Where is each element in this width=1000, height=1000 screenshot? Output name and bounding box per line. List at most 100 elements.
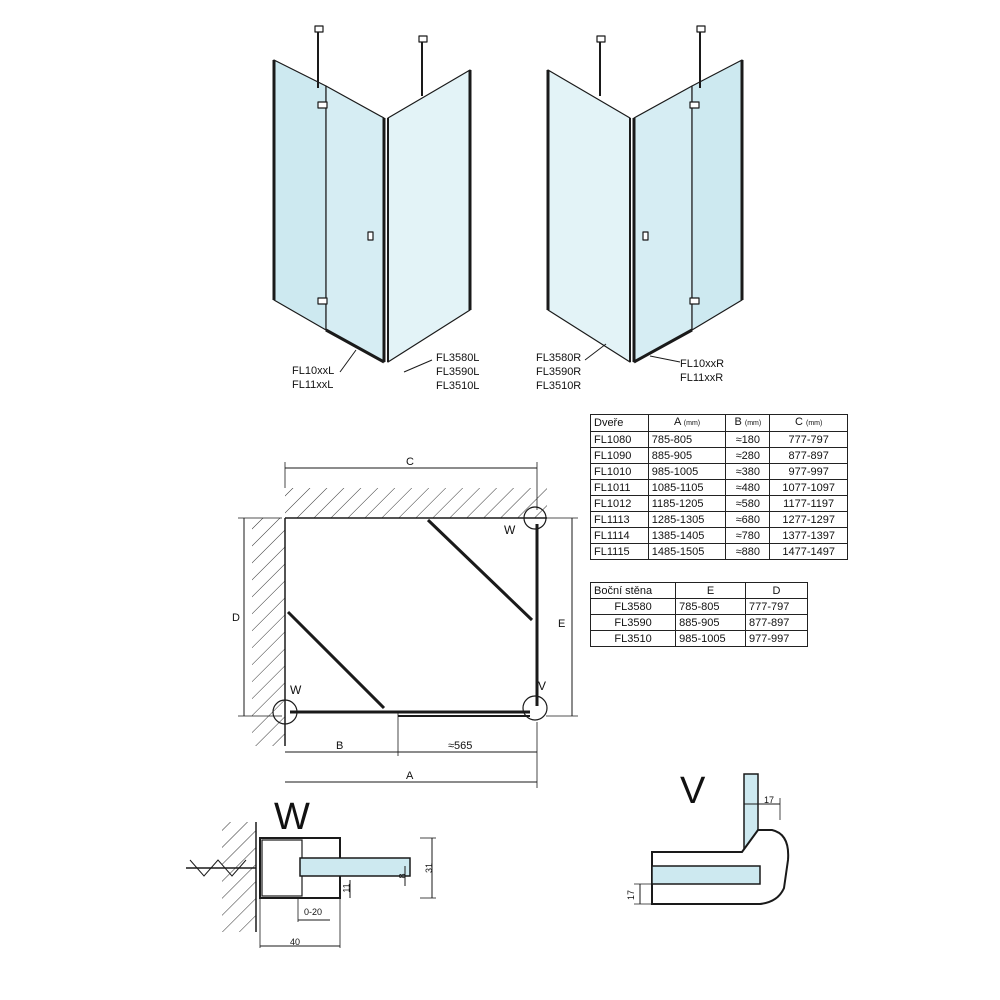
door-table-header-a: A (mm) bbox=[647, 414, 727, 432]
detail-w-dim-0-20: 0-20 bbox=[304, 907, 323, 917]
marker-w-top: W bbox=[504, 523, 516, 537]
glass-panel-door-right bbox=[633, 85, 693, 363]
cell: FL1114 bbox=[590, 527, 649, 544]
cell: 1077-1097 bbox=[769, 479, 848, 496]
cell: ≈280 bbox=[725, 447, 771, 464]
cell: 1377-1397 bbox=[769, 527, 848, 544]
door-table-header-b: B (mm) bbox=[725, 414, 771, 432]
marker-v: V bbox=[538, 679, 547, 693]
glass-panel-side-left bbox=[387, 69, 471, 363]
cell: FL3580 bbox=[589, 598, 677, 615]
cell: 1177-1197 bbox=[769, 495, 848, 512]
enclosure-right-3d bbox=[546, 25, 744, 364]
cell: 885-905 bbox=[647, 447, 727, 464]
label-wall-left-2: FL3590L bbox=[436, 366, 480, 378]
cell: 777-797 bbox=[745, 598, 808, 615]
cell: FL3510 bbox=[589, 630, 677, 647]
label-wall-right-1: FL3580R bbox=[536, 352, 582, 364]
detail-v-dim-17-side: 17 bbox=[626, 889, 637, 901]
detail-w bbox=[186, 822, 436, 948]
cell: FL1090 bbox=[590, 447, 649, 464]
label-wall-right-2: FL3590R bbox=[536, 366, 582, 378]
cell: 1285-1305 bbox=[647, 511, 727, 528]
dim-label-a: A bbox=[406, 770, 414, 782]
cell: ≈480 bbox=[725, 479, 771, 496]
glass-panel-door-left bbox=[325, 85, 385, 363]
glass-panel-fixed-left bbox=[273, 59, 327, 331]
dim-label-c: C bbox=[406, 456, 414, 468]
cell: 877-897 bbox=[769, 447, 848, 464]
door-table-header-doors: Dveře bbox=[590, 414, 649, 432]
cell: 985-1005 bbox=[647, 463, 727, 480]
detail-v-title: V bbox=[680, 770, 706, 812]
label-door-left-1: FL10xxL bbox=[292, 365, 335, 377]
wall-table-header-d: D bbox=[745, 582, 808, 599]
dim-label-d: D bbox=[232, 612, 240, 624]
cell: 785-805 bbox=[647, 431, 727, 448]
label-leaders bbox=[339, 343, 681, 373]
cell: FL1012 bbox=[590, 495, 649, 512]
cell: 977-997 bbox=[745, 630, 808, 647]
cell: ≈180 bbox=[725, 431, 771, 448]
detail-v-dim-17-top: 17 bbox=[764, 795, 775, 805]
cell: 877-897 bbox=[745, 614, 808, 631]
cell: ≈680 bbox=[725, 511, 771, 528]
wall-table-header-side: Boční stěna bbox=[589, 582, 677, 599]
label-door-right-1: FL10xxR bbox=[680, 358, 725, 370]
cell: FL1115 bbox=[590, 543, 649, 560]
cell: 1477-1497 bbox=[769, 543, 848, 560]
marker-w-left: W bbox=[290, 683, 302, 697]
label-wall-left-1: FL3580L bbox=[436, 352, 480, 364]
glass-panel-side-right bbox=[547, 69, 631, 363]
enclosure-left-3d bbox=[272, 25, 472, 364]
detail-v bbox=[634, 773, 790, 905]
cell: 885-905 bbox=[675, 614, 747, 631]
cell: 977-997 bbox=[769, 463, 848, 480]
plan-view bbox=[238, 462, 578, 788]
detail-w-dim-11: 11 bbox=[341, 883, 352, 893]
cell: 777-797 bbox=[769, 431, 848, 448]
wall-table-header-e: E bbox=[675, 582, 747, 599]
detail-w-title: W bbox=[274, 796, 310, 838]
cell: 1485-1505 bbox=[647, 543, 727, 560]
cell: ≈880 bbox=[725, 543, 771, 560]
cell: ≈580 bbox=[725, 495, 771, 512]
detail-w-dim-8: 8 bbox=[397, 873, 408, 879]
dim-label-565: ≈565 bbox=[448, 740, 473, 752]
detail-w-dim-40: 40 bbox=[290, 937, 301, 947]
dim-label-e: E bbox=[558, 618, 566, 630]
door-table-header-c: C (mm) bbox=[769, 414, 848, 432]
cell: ≈780 bbox=[725, 527, 771, 544]
label-wall-left-3: FL3510L bbox=[436, 380, 480, 392]
cell: ≈380 bbox=[725, 463, 771, 480]
cell: FL1080 bbox=[590, 431, 649, 448]
cell: FL3590 bbox=[589, 614, 677, 631]
label-wall-right-3: FL3510R bbox=[536, 380, 582, 392]
glass-panel-fixed-right bbox=[691, 59, 743, 331]
cell: 1385-1405 bbox=[647, 527, 727, 544]
cell: 1185-1205 bbox=[647, 495, 727, 512]
cell: FL1011 bbox=[590, 479, 649, 496]
label-door-right-2: FL11xxR bbox=[680, 372, 724, 384]
detail-w-dim-31: 31 bbox=[424, 862, 435, 874]
cell: 985-1005 bbox=[675, 630, 747, 647]
cell: FL1010 bbox=[590, 463, 649, 480]
cell: 785-805 bbox=[675, 598, 747, 615]
label-door-left-2: FL11xxL bbox=[292, 379, 334, 391]
cell: 1277-1297 bbox=[769, 511, 848, 528]
cell: FL1113 bbox=[590, 511, 649, 528]
dim-label-b: B bbox=[336, 740, 344, 752]
